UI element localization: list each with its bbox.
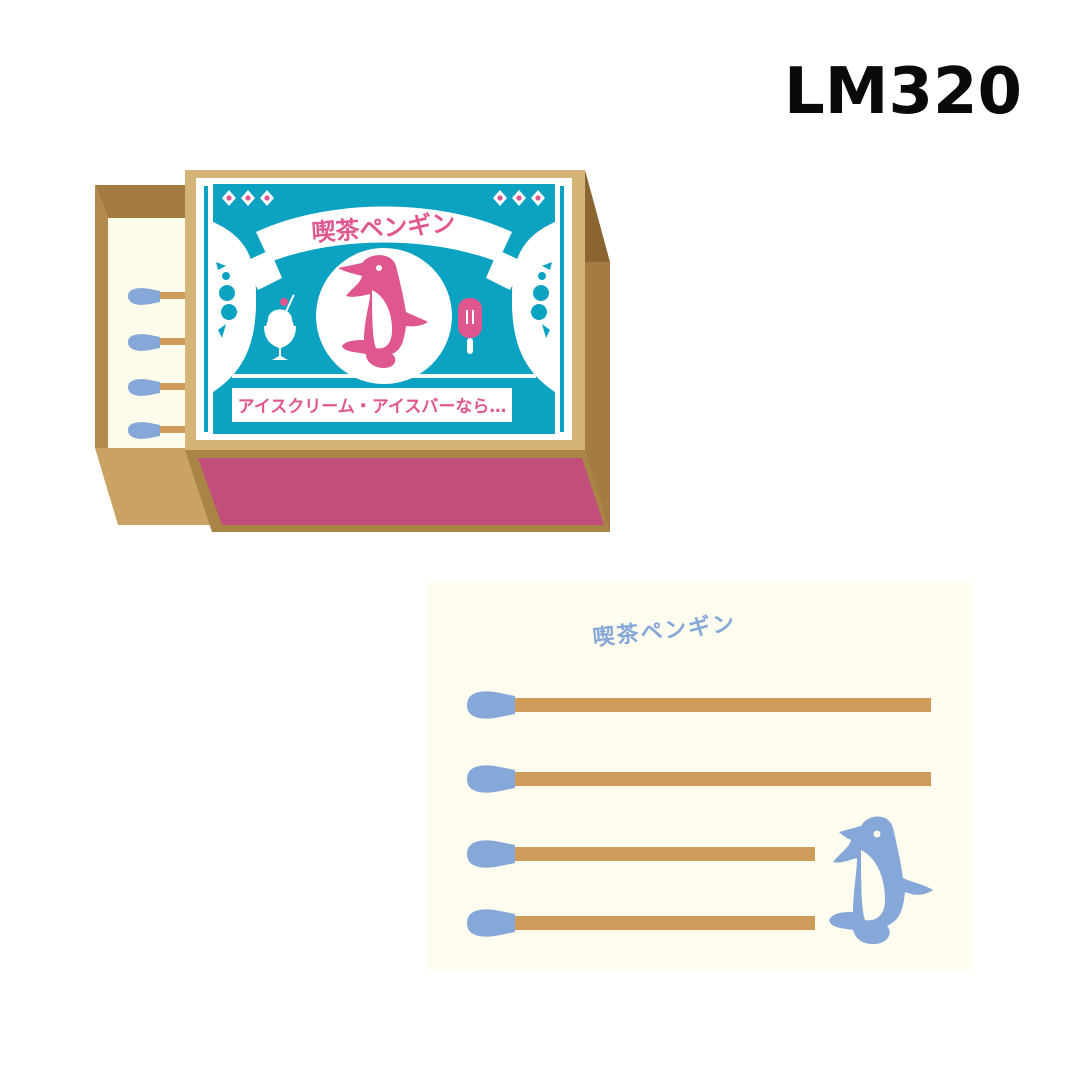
tagline-box [232, 388, 512, 422]
banner-ribbon [244, 206, 524, 290]
match-line [467, 909, 815, 937]
ice-bar-icon [458, 298, 482, 354]
product-code: LM320 [784, 55, 1023, 129]
memo-card: 喫茶ペンギン [427, 582, 972, 970]
sleeve-right-side [585, 262, 610, 532]
drawer-left-wall [95, 185, 108, 448]
drawer-matches [128, 288, 188, 439]
match [128, 379, 188, 396]
match-head-icon [467, 909, 515, 937]
match-head-icon [467, 691, 515, 719]
match-line [467, 691, 931, 719]
sleeve-right-top [585, 170, 610, 262]
match-head-icon [467, 765, 515, 793]
drawer-interior [108, 218, 188, 448]
parfait-icon [264, 294, 296, 360]
match [128, 422, 188, 439]
diamond-ornament-icon [222, 190, 545, 206]
label-divider [232, 374, 536, 378]
match-line [467, 840, 815, 868]
cherry [280, 298, 288, 306]
card-graphics [467, 691, 933, 944]
tagline-text: アイスクリーム・アイスバーなら… [238, 397, 507, 417]
striker-strip [198, 458, 604, 525]
match [128, 288, 188, 305]
match [128, 334, 188, 351]
drawer-back-wall [95, 185, 185, 218]
match-line [467, 765, 931, 793]
drawer-front-face [95, 448, 215, 525]
rose-ornament-icon [216, 262, 552, 338]
matchbox-illustration: 喫茶ペンギン アイスクリーム・アイスバーなら… [95, 170, 610, 532]
match-head-icon [467, 840, 515, 868]
